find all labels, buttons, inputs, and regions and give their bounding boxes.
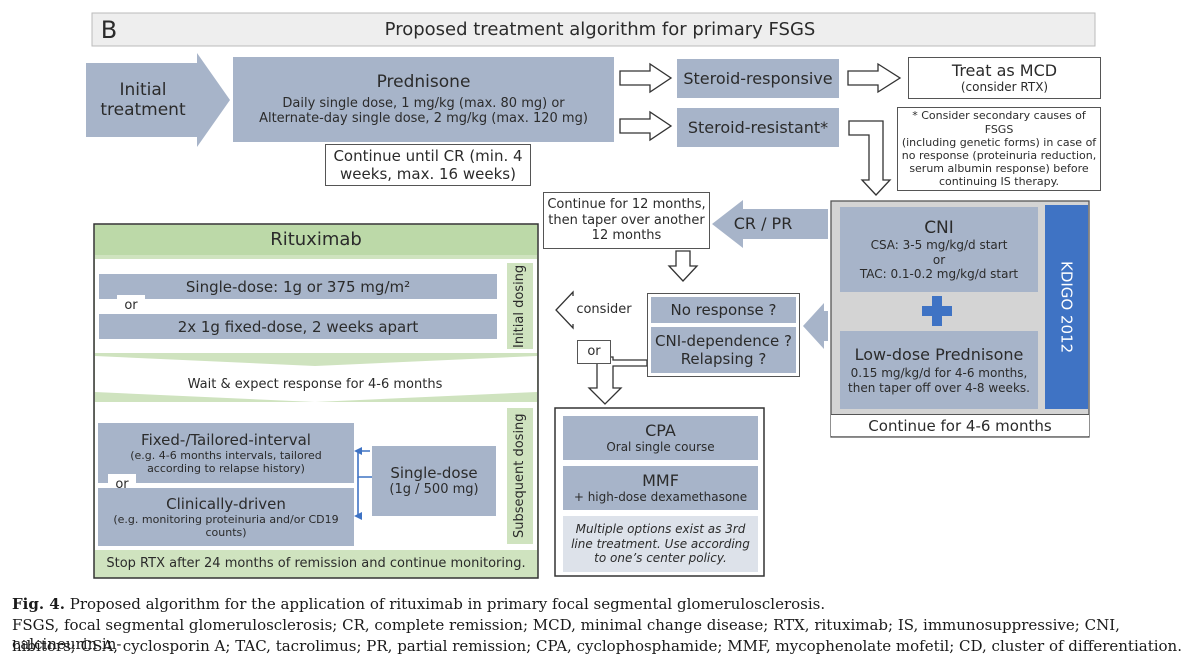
treat-as-mcd: Treat as MCD (consider RTX): [908, 57, 1101, 99]
kdigo-label: KDIGO 2012: [1057, 260, 1076, 354]
consider-label: consider: [570, 296, 638, 324]
abbreviation-line-1: FSGS, focal segmental glomerulosclerosis…: [12, 616, 1120, 653]
or-label: or: [577, 340, 611, 364]
steroid-resistant: Steroid-resistant*: [677, 108, 839, 147]
steroid-responsive: Steroid-responsive: [677, 59, 839, 98]
rtx-wait: Wait & expect response for 4-6 months: [187, 377, 443, 393]
rtx-stop: Stop RTX after 24 months of remission an…: [106, 556, 526, 572]
arrow-continue-down: [667, 250, 699, 282]
header-frame: [91, 12, 1096, 47]
cni-box: CNI CSA: 3-5 mg/kg/d start or TAC: 0.1-0…: [840, 207, 1038, 292]
wait-chevron: [95, 356, 537, 402]
subsequent-dosing-label: Subsequent dosing: [507, 408, 533, 544]
figure-caption: Fig. 4. Proposed algorithm for the appli…: [12, 595, 826, 613]
rtx-or-1: or: [117, 295, 145, 317]
rtx-single-dose: Single-dose: 1g or 375 mg/m²: [99, 274, 497, 299]
initial-dosing-label: Initial dosing: [507, 263, 533, 349]
cni-dependence: CNI-dependence ?Relapsing ?: [651, 327, 796, 373]
arrow-or-down: [587, 356, 648, 405]
rtx-fixed-interval: Fixed-/Tailored-interval (e.g. 4-6 month…: [98, 423, 354, 483]
page-title: Proposed treatment algorithm for primary…: [384, 19, 816, 41]
rituximab-title: Rituximab: [270, 229, 362, 251]
continue-4-6-months: Continue for 4-6 months: [831, 414, 1089, 436]
rtx-two-dose: 2x 1g fixed-dose, 2 weeks apart: [99, 314, 497, 339]
rtx-single-dose-subsequent: Single-dose (1g / 500 mg): [372, 446, 496, 516]
low-dose-prednisone-box: Low-dose Prednisone 0.15 mg/kg/d for 4-6…: [840, 331, 1038, 409]
arrow-to-no-response: [803, 303, 828, 349]
continue-12-months: Continue for 12 months, then taper over …: [543, 192, 710, 249]
cpa-box: CPA Oral single course: [563, 416, 758, 460]
panel-letter: B: [100, 15, 118, 44]
initial-treatment-arrow: [86, 53, 230, 147]
abbreviation-line-2: hibitors; CSA, cyclosporin A; TAC, tacro…: [12, 637, 1182, 655]
arrow-cr-pr: [712, 200, 828, 248]
footnote-box: * Consider secondary causes of FSGS (inc…: [897, 107, 1101, 191]
rtx-clinically-driven: Clinically-driven (e.g. monitoring prote…: [98, 488, 354, 546]
no-response: No response ?: [651, 297, 796, 323]
kdigo-bar: [1045, 205, 1088, 409]
third-line-note: Multiple options exist as 3rd line treat…: [563, 516, 758, 572]
arrow-to-resistant: [619, 110, 673, 142]
mmf-box: MMF + high-dose dexamethasone: [563, 466, 758, 510]
arrow-to-responsive: [619, 62, 673, 94]
arrow-resistant-to-cni: [848, 120, 892, 196]
cr-pr-label: CR / PR: [733, 214, 793, 234]
arrow-to-mcd: [847, 62, 902, 94]
prednisone-box: Prednisone Daily single dose, 1 mg/kg (m…: [233, 57, 614, 142]
